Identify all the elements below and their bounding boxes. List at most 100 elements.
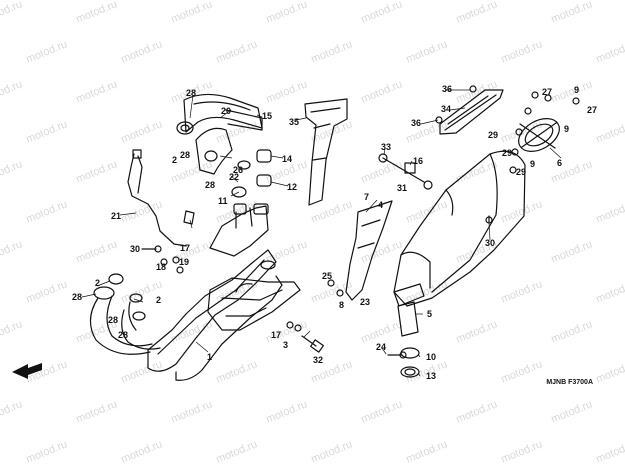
- callout-3: 3: [283, 340, 289, 350]
- bolt-33: [382, 157, 425, 183]
- stay-7: [345, 200, 393, 301]
- callout-14: 14: [282, 154, 293, 164]
- gasket-2: [108, 273, 124, 285]
- nut-18: [160, 258, 168, 266]
- heat-shield-35-edge: [310, 107, 341, 161]
- callout-26: 26: [233, 165, 244, 175]
- callout-36: 36: [442, 84, 453, 94]
- nut-9a: [531, 91, 539, 99]
- nut-9b: [524, 107, 532, 115]
- callout-28: 28: [186, 88, 197, 98]
- bolt-36a: [435, 116, 443, 124]
- callout-32: 32: [313, 355, 324, 365]
- callout-5: 5: [427, 309, 433, 319]
- callout-13: 13: [426, 371, 437, 381]
- callout-24: 24: [376, 342, 387, 352]
- callout-31: 31: [397, 183, 408, 193]
- callout-11: 11: [218, 196, 228, 206]
- callout-27: 27: [542, 87, 553, 97]
- washer-29b: [511, 148, 519, 156]
- callout-17: 17: [271, 330, 282, 340]
- callout-21: 21: [111, 211, 122, 221]
- header-pipe-20b: [195, 127, 233, 175]
- callout-28: 28: [180, 150, 191, 160]
- callout-16: 16: [413, 156, 424, 166]
- joint-12: [256, 174, 272, 187]
- end-cap-8: [518, 118, 560, 152]
- rear-header-pipes: [209, 205, 269, 257]
- washer-11: [231, 186, 247, 198]
- callout-29: 29: [502, 148, 513, 158]
- nut-3b: [294, 324, 302, 332]
- callout-20: 20: [221, 106, 232, 116]
- bolt-36b: [469, 85, 477, 93]
- callout-6: 6: [557, 158, 563, 168]
- sensor-17a: [172, 256, 180, 264]
- callout-36: 36: [411, 118, 422, 128]
- muffler-protector-34: [439, 89, 504, 135]
- diagram-code: MJNB F3700A: [546, 379, 593, 386]
- callout-9: 9: [574, 85, 580, 95]
- header-pipe-20: [183, 93, 263, 133]
- callout-9: 9: [564, 124, 570, 134]
- gasket-14: [256, 149, 272, 163]
- bolt-27b: [544, 94, 552, 102]
- callout-23: 23: [360, 297, 371, 307]
- callout-29: 29: [516, 167, 527, 177]
- callout-19: 19: [179, 257, 190, 267]
- callout-10: 10: [426, 352, 437, 362]
- callout-28: 28: [118, 330, 129, 340]
- callout-29: 29: [488, 130, 499, 140]
- o2-sensor-22: [127, 153, 187, 247]
- front-arrow-icon: [12, 363, 42, 379]
- header-pipes: [147, 249, 277, 372]
- washer-29: [515, 128, 523, 136]
- gasket-28b: [204, 150, 218, 162]
- gasket-28a: [176, 121, 194, 135]
- callout-8: 8: [339, 300, 345, 310]
- callout-35: 35: [289, 117, 300, 127]
- callout-33: 33: [381, 142, 392, 152]
- gasket-23: [237, 160, 251, 170]
- heat-shield-35: [304, 98, 348, 206]
- callout-15: 15: [262, 111, 273, 121]
- clamp-10: [400, 347, 420, 359]
- washer-8: [336, 289, 344, 297]
- callout-25: 25: [322, 271, 333, 281]
- gasket-13: [400, 366, 420, 378]
- callout-2: 2: [172, 155, 178, 165]
- muffler-body: [393, 150, 526, 307]
- callout-1: 1: [207, 352, 213, 362]
- callout-28: 28: [108, 315, 119, 325]
- front-header-pipe: [89, 297, 151, 355]
- flange-28c: [93, 286, 115, 300]
- callout-22: 22: [229, 172, 240, 182]
- callout-2: 2: [95, 278, 101, 288]
- bolt-32: [301, 335, 317, 347]
- muffler-outlet: [393, 283, 425, 307]
- bolt-27a: [572, 97, 580, 105]
- bolt-25: [327, 279, 335, 287]
- callout-30: 30: [130, 244, 141, 254]
- washer-17b: [286, 321, 294, 329]
- callout-9: 9: [530, 159, 536, 169]
- callout-28: 28: [72, 292, 83, 302]
- washer-29c: [509, 166, 517, 174]
- pipe-15: [225, 109, 263, 131]
- collar-31: [423, 180, 433, 190]
- callout-17: 17: [180, 243, 191, 253]
- callout-18: 18: [156, 262, 167, 272]
- callout-2: 2: [156, 295, 162, 305]
- chamber: [207, 277, 301, 331]
- exhaust-tip-5: [397, 301, 419, 337]
- callout-34: 34: [441, 104, 452, 114]
- callout-12: 12: [287, 182, 298, 192]
- washer-3: [176, 266, 184, 274]
- callout-30: 30: [485, 238, 496, 248]
- gasket-2b: [129, 293, 143, 303]
- sensor-connector-19: [183, 210, 195, 225]
- callout-28: 28: [205, 180, 216, 190]
- callout-7: 7: [364, 192, 370, 202]
- callout-4: 4: [378, 200, 384, 210]
